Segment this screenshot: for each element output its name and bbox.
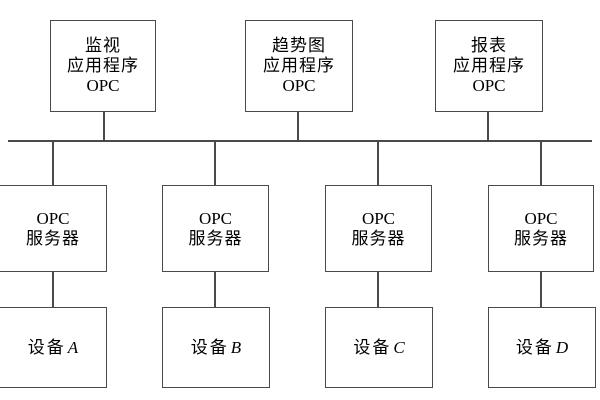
application-node[interactable]: 报表 应用程序 OPC	[435, 20, 543, 112]
server-line-1: OPC	[36, 208, 70, 228]
device-node[interactable]: 设备 B	[162, 307, 270, 388]
server-node[interactable]: OPC 服务器	[488, 185, 594, 272]
device-label: 设备	[353, 337, 392, 357]
device-label-row: 设备 B	[191, 338, 241, 358]
server-line-1: OPC	[524, 208, 558, 228]
device-label-row: 设备 C	[353, 338, 404, 358]
device-tag: B	[230, 337, 242, 357]
application-line-2: 应用程序	[67, 56, 139, 76]
application-line-3: OPC	[282, 75, 316, 95]
server-line-2: 服务器	[351, 228, 406, 248]
device-label-row: 设备 A	[28, 338, 78, 358]
application-node[interactable]: 监视 应用程序 OPC	[50, 20, 156, 112]
server-node[interactable]: OPC 服务器	[325, 185, 432, 272]
device-label: 设备	[27, 337, 66, 357]
application-line-3: OPC	[86, 75, 120, 95]
server-line-1: OPC	[198, 208, 233, 228]
application-line-1: 报表	[471, 36, 507, 56]
application-line-2: 应用程序	[263, 56, 335, 76]
application-line-1: 监视	[85, 36, 121, 56]
device-label: 设备	[515, 337, 554, 357]
application-line-1: 趋势图	[272, 36, 326, 56]
server-line-2: 服务器	[26, 228, 80, 248]
server-line-2: 服务器	[514, 228, 568, 248]
server-node[interactable]: OPC 服务器	[162, 185, 269, 272]
device-tag: A	[67, 337, 79, 357]
server-line-1: OPC	[361, 208, 396, 228]
device-node[interactable]: 设备 C	[325, 307, 433, 388]
device-label: 设备	[190, 337, 229, 357]
device-node[interactable]: 设备 A	[0, 307, 107, 388]
device-node[interactable]: 设备 D	[488, 307, 596, 388]
server-line-2: 服务器	[188, 228, 243, 248]
application-node[interactable]: 趋势图 应用程序 OPC	[245, 20, 353, 112]
server-node[interactable]: OPC 服务器	[0, 185, 107, 272]
device-label-row: 设备 D	[516, 338, 568, 358]
device-tag: D	[555, 337, 569, 357]
application-line-3: OPC	[472, 75, 506, 95]
application-line-2: 应用程序	[453, 56, 525, 76]
device-tag: C	[393, 337, 405, 357]
